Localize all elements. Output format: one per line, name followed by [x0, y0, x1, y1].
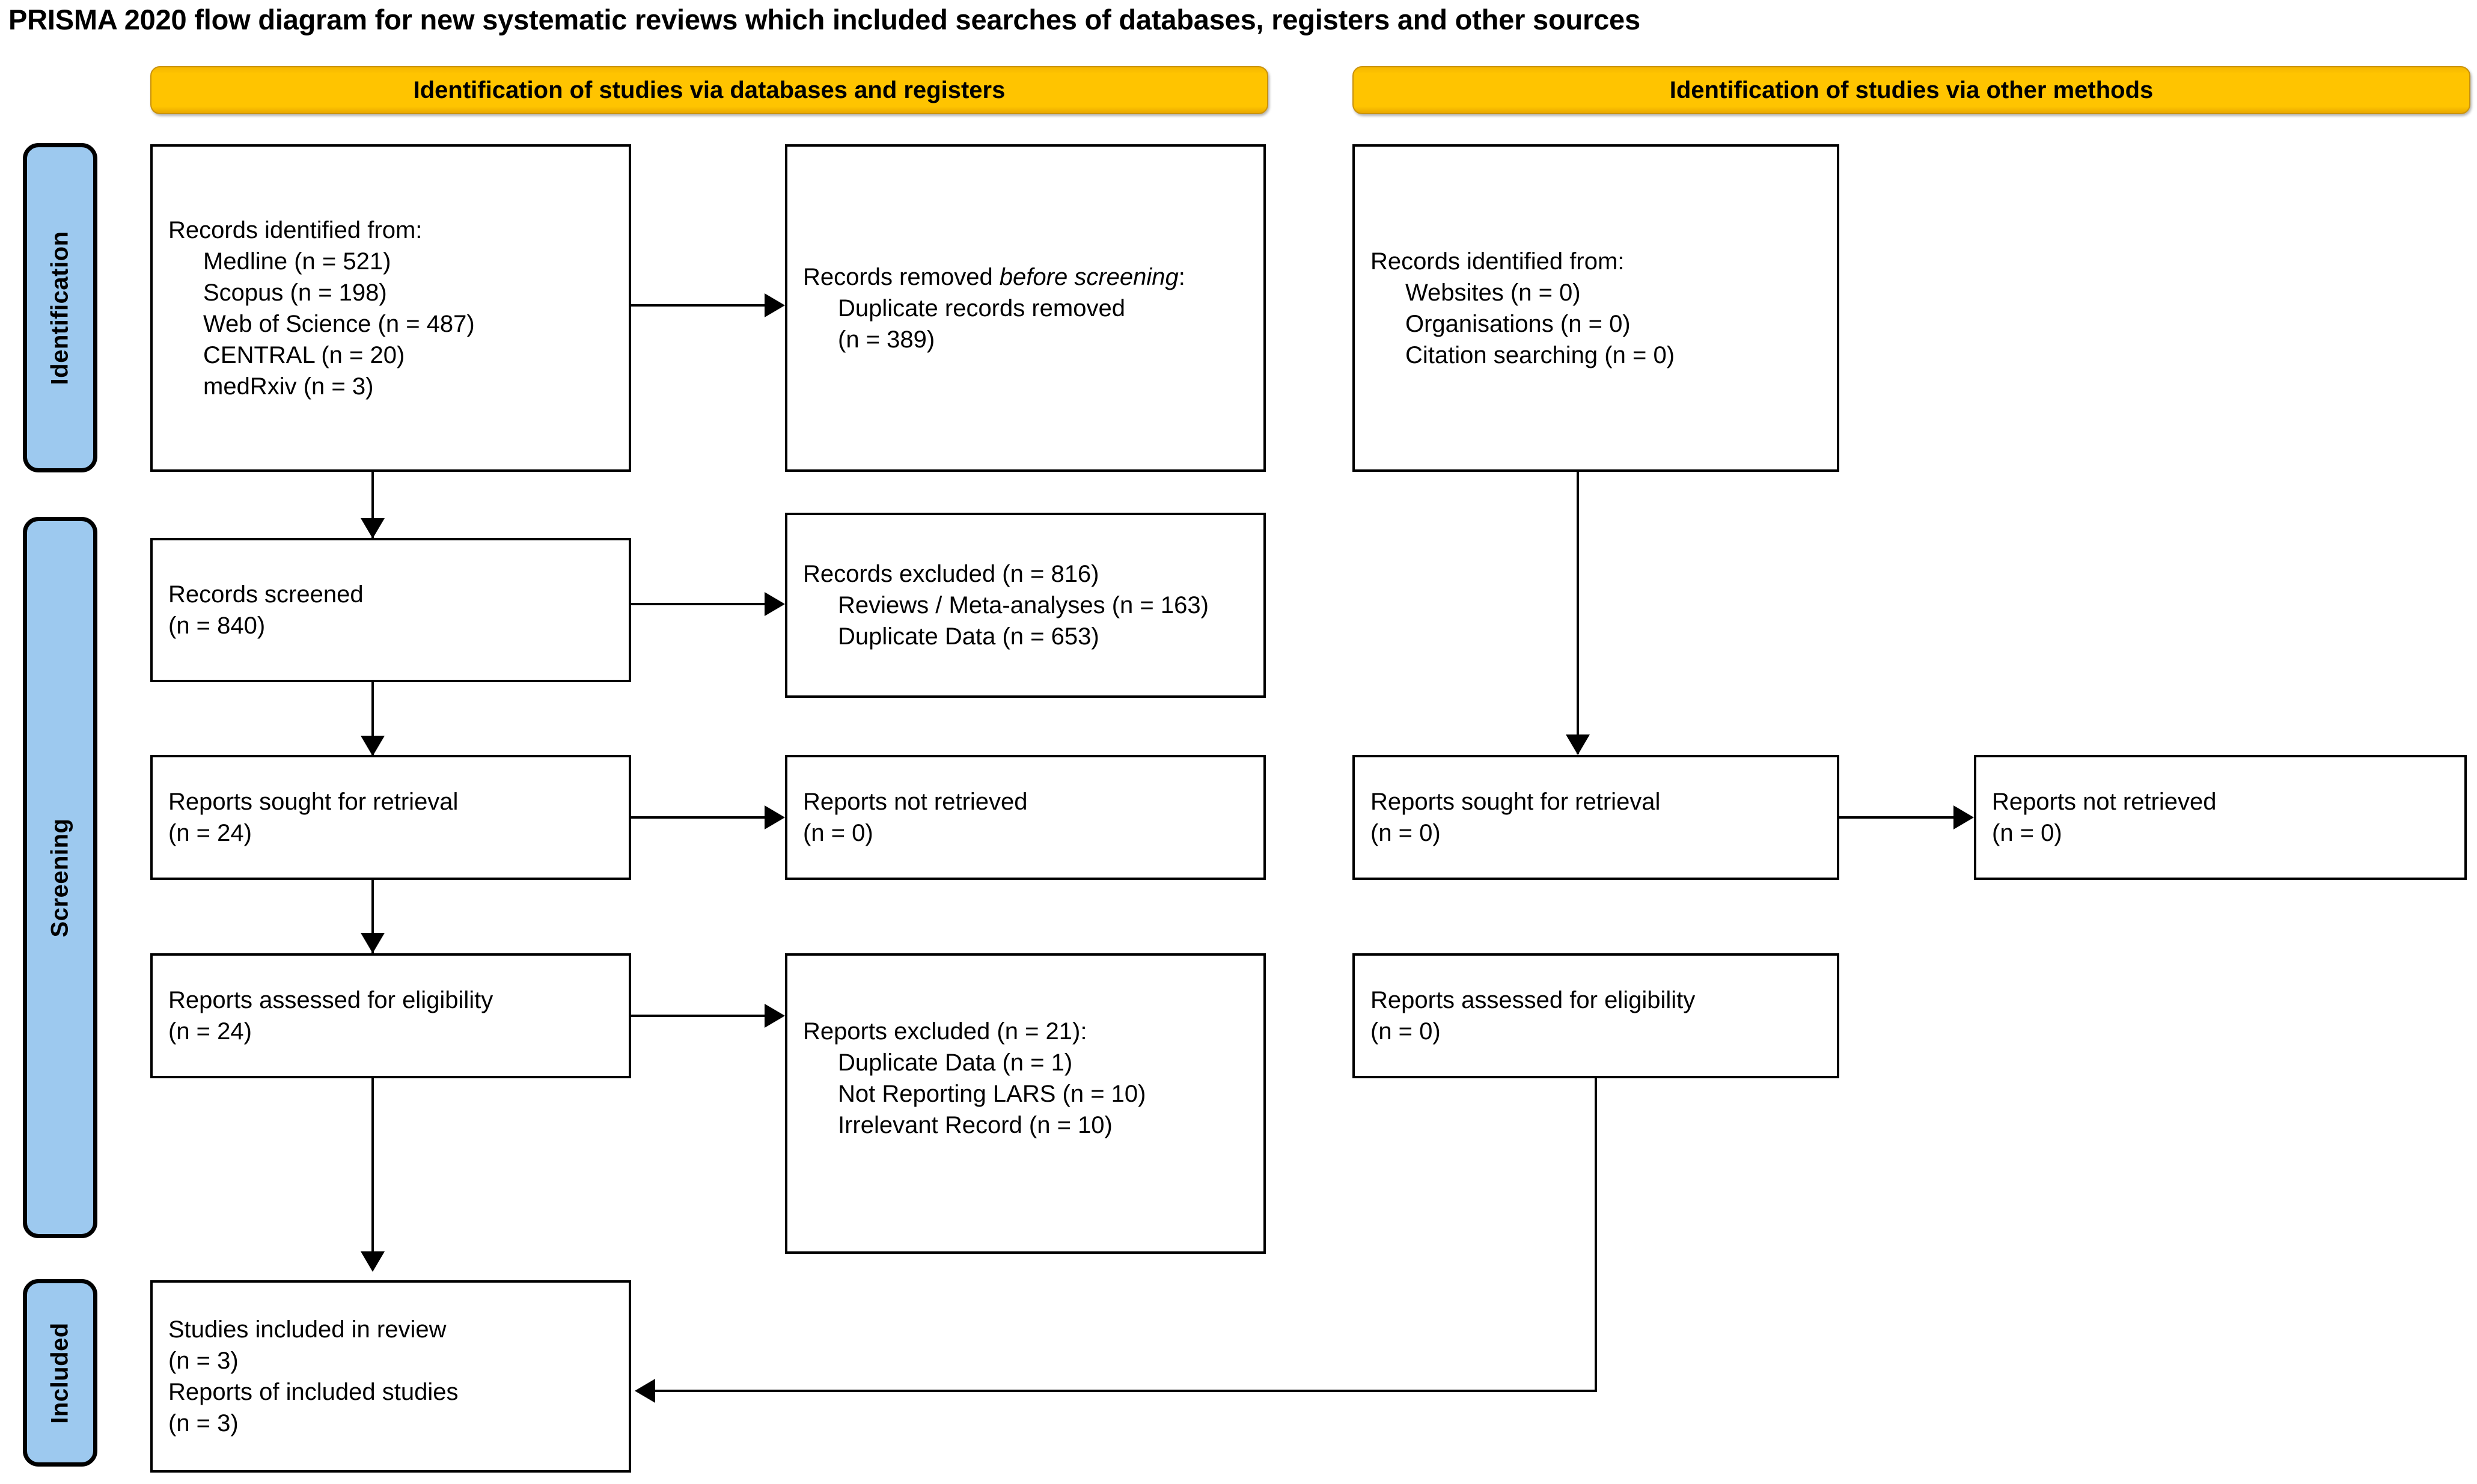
- box-line: (n = 3): [168, 1410, 239, 1437]
- box-heading: Reports excluded (n = 21):: [803, 1018, 1087, 1045]
- box-line: Records screened: [168, 581, 364, 608]
- stage-header-databases-registers: Identification of studies via databases …: [150, 66, 1268, 114]
- box-heading-plain: Records removed: [803, 263, 1000, 290]
- box-line: (n = 24): [168, 1018, 252, 1045]
- box-line: (n = 24): [168, 820, 252, 846]
- box-item: (n = 389): [838, 326, 935, 353]
- box-item: Medline (n = 521): [203, 248, 391, 275]
- arrowhead-right-sought-to-not-retrieved-other: [1953, 805, 1974, 829]
- box-line: Reports not retrieved: [1992, 789, 2217, 815]
- connector-sought-to-assessed-db: [371, 880, 374, 953]
- box-records-excluded: Records excluded (n = 816) Reviews / Met…: [785, 513, 1266, 698]
- box-item: medRxiv (n = 3): [203, 373, 374, 400]
- box-heading: Records identified from:: [168, 216, 423, 243]
- box-reports-assessed-other: Reports assessed for eligibility (n = 0): [1352, 953, 1839, 1078]
- connector-screened-to-sought: [371, 682, 374, 756]
- box-heading: Records excluded (n = 816): [803, 561, 1099, 587]
- side-label-included: Included: [23, 1279, 97, 1467]
- connector-identified-to-removed: [631, 304, 765, 307]
- box-item: Reviews / Meta-analyses (n = 163): [838, 592, 1209, 618]
- box-reports-sought-other: Reports sought for retrieval (n = 0): [1352, 755, 1839, 880]
- box-line: (n = 0): [1992, 820, 2062, 846]
- box-line: Studies included in review: [168, 1316, 447, 1343]
- stage-header-label: Identification of studies via databases …: [413, 76, 1006, 103]
- box-records-screened: Records screened (n = 840): [150, 538, 631, 682]
- side-label-text: Included: [46, 1322, 73, 1424]
- box-item: Duplicate records removed: [838, 295, 1125, 322]
- arrowhead-right-assessed-to-reports-excluded: [765, 1004, 785, 1028]
- connector-assessed-to-reports-excluded: [631, 1015, 765, 1017]
- box-records-identified-other-methods: Records identified from: Websites (n = 0…: [1352, 144, 1839, 472]
- box-records-identified-databases: Records identified from: Medline (n = 52…: [150, 144, 631, 472]
- stage-header-other-methods: Identification of studies via other meth…: [1352, 66, 2470, 114]
- box-item: Web of Science (n = 487): [203, 310, 475, 337]
- arrowhead-down-sought-to-assessed-db: [361, 933, 385, 953]
- box-item: Citation searching (n = 0): [1405, 341, 1675, 368]
- box-heading-italic: before screening: [999, 263, 1179, 290]
- box-item: CENTRAL (n = 20): [203, 341, 405, 368]
- side-label-identification: Identification: [23, 143, 97, 472]
- box-item: Organisations (n = 0): [1405, 310, 1631, 337]
- box-reports-assessed-databases: Reports assessed for eligibility (n = 24…: [150, 953, 631, 1078]
- box-item: Scopus (n = 198): [203, 279, 387, 306]
- box-item: Irrelevant Record (n = 10): [838, 1112, 1113, 1138]
- connector-assessed-to-studies-included: [371, 1078, 374, 1269]
- box-studies-included: Studies included in review (n = 3) Repor…: [150, 1280, 631, 1473]
- box-line: Reports assessed for eligibility: [168, 987, 493, 1013]
- box-reports-sought-databases: Reports sought for retrieval (n = 24): [150, 755, 631, 880]
- box-line: Reports sought for retrieval: [168, 789, 459, 815]
- arrowhead-down-identified-other-to-sought-other: [1566, 734, 1590, 755]
- box-line: (n = 0): [1370, 820, 1441, 846]
- connector-sought-to-not-retrieved-other: [1839, 816, 1953, 819]
- box-line: Reports assessed for eligibility: [1370, 987, 1696, 1013]
- box-line: (n = 3): [168, 1348, 239, 1374]
- connector-other-branch-horizontal: [655, 1390, 1597, 1392]
- side-label-screening: Screening: [23, 517, 97, 1238]
- box-heading: Records identified from:: [1370, 248, 1625, 275]
- arrowhead-down-identified-to-screened: [361, 518, 385, 539]
- box-line: Reports sought for retrieval: [1370, 789, 1661, 815]
- connector-sought-to-not-retrieved-db: [631, 816, 765, 819]
- box-item: Duplicate Data (n = 653): [838, 623, 1099, 650]
- box-reports-excluded: Reports excluded (n = 21): Duplicate Dat…: [785, 953, 1266, 1254]
- box-item: Websites (n = 0): [1405, 279, 1581, 306]
- stage-header-label: Identification of studies via other meth…: [1669, 76, 2154, 103]
- connector-identified-other-to-sought-other: [1577, 472, 1579, 754]
- box-item: Duplicate Data (n = 1): [838, 1049, 1073, 1076]
- connector-other-branch-vertical: [1595, 1078, 1597, 1392]
- arrowhead-down-assessed-to-studies-included: [361, 1251, 385, 1272]
- arrowhead-down-screened-to-sought: [361, 736, 385, 756]
- box-line: Reports of included studies: [168, 1379, 459, 1405]
- connector-identified-to-screened: [371, 472, 374, 538]
- arrowhead-right-sought-to-not-retrieved-db: [765, 805, 785, 829]
- arrowhead-left-other-branch-to-studies-included: [635, 1379, 655, 1403]
- side-label-text: Screening: [46, 818, 73, 937]
- side-label-text: Identification: [46, 231, 73, 385]
- box-reports-not-retrieved-databases: Reports not retrieved (n = 0): [785, 755, 1266, 880]
- box-heading-suffix: :: [1178, 263, 1185, 290]
- box-line: (n = 0): [1370, 1018, 1441, 1045]
- page-title: PRISMA 2020 flow diagram for new systema…: [8, 4, 1640, 35]
- connector-screened-to-excluded: [631, 603, 765, 605]
- box-line: (n = 0): [803, 820, 873, 846]
- arrowhead-right-identified-to-removed: [765, 293, 785, 317]
- box-line: Reports not retrieved: [803, 789, 1028, 815]
- box-line: (n = 840): [168, 612, 266, 639]
- box-records-removed-before-screening: Records removed before screening: Duplic…: [785, 144, 1266, 472]
- box-reports-not-retrieved-other: Reports not retrieved (n = 0): [1974, 755, 2467, 880]
- box-item: Not Reporting LARS (n = 10): [838, 1081, 1146, 1107]
- box-heading: Records removed before screening:: [803, 261, 1248, 293]
- arrowhead-right-screened-to-excluded: [765, 592, 785, 616]
